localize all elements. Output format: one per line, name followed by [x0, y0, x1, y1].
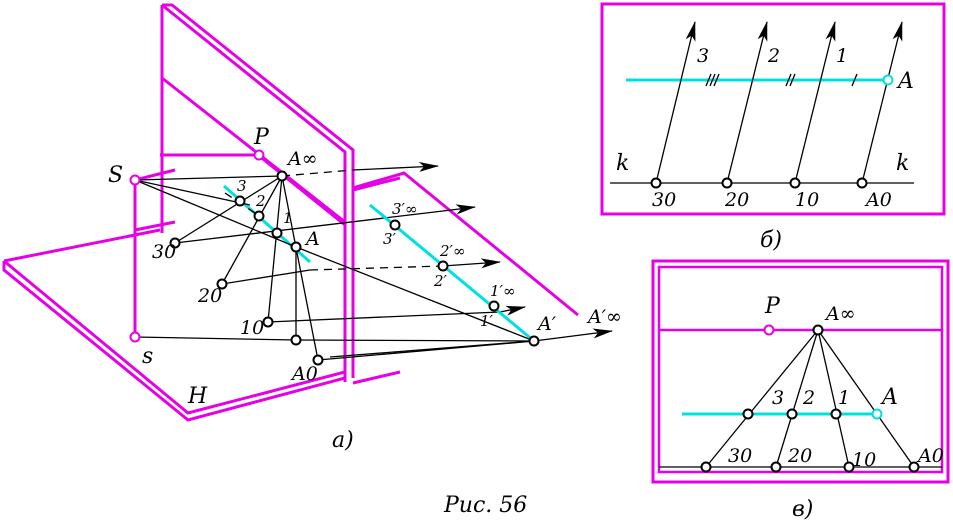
label-b-3: 3 — [697, 45, 709, 67]
tag-v: в) — [792, 497, 813, 522]
label-v-1: 1 — [838, 387, 850, 409]
point-3-prime — [389, 219, 401, 231]
point-1-prime — [488, 300, 500, 312]
point-2 — [253, 210, 265, 222]
point-v-10 — [843, 461, 855, 473]
labels-a: P S s H A∞ A 3 2 1 30 20 10 A0 A′ A′∞ 3′… — [108, 125, 622, 453]
point-b-A — [882, 74, 894, 86]
point-v-3 — [742, 408, 754, 420]
point-b-A0 — [856, 177, 868, 189]
point-30 — [169, 237, 181, 249]
label-b-1: 1 — [836, 45, 848, 67]
label-1-inf: 1′∞ — [490, 282, 515, 300]
tag-a: а) — [332, 428, 354, 453]
label-k-left: k — [616, 151, 629, 176]
point-b-30 — [650, 177, 662, 189]
rays-v — [705, 329, 915, 468]
label-v-3: 3 — [772, 387, 784, 409]
labels-b: k k A 3 2 1 30 20 10 A0 б) — [616, 45, 914, 253]
label-k-right: k — [896, 151, 909, 176]
point-v-A0 — [908, 461, 920, 473]
point-3 — [234, 195, 246, 207]
rays-b — [655, 21, 903, 184]
frame-v-inner — [657, 265, 944, 474]
label-1: 1 — [283, 209, 293, 227]
point-v-30 — [700, 461, 712, 473]
tag-b: б) — [760, 228, 782, 253]
label-v-A0: A0 — [916, 445, 944, 467]
label-v-P: P — [764, 294, 781, 319]
label-A0: A0 — [290, 363, 318, 385]
point-S — [129, 174, 141, 186]
label-b-30: 30 — [652, 189, 676, 211]
point-A-prime — [528, 335, 540, 347]
point-b-20 — [721, 177, 733, 189]
points-a — [129, 149, 540, 366]
station-line — [133, 168, 176, 337]
point-v-1 — [830, 408, 842, 420]
point-v-A — [871, 408, 883, 420]
point-P — [253, 149, 265, 161]
label-A-inf-prime: A′∞ — [586, 306, 622, 328]
label-20: 20 — [197, 285, 222, 307]
construction-lines-a — [134, 175, 535, 361]
label-3-prime: 3′ — [383, 230, 397, 248]
label-v-30: 30 — [728, 445, 752, 467]
point-1 — [271, 227, 283, 239]
point-v-2 — [786, 408, 798, 420]
label-b-A0: A0 — [864, 189, 892, 211]
panel-a: P S s H A∞ A 3 2 1 30 20 10 A0 A′ A′∞ 3′… — [2, 3, 622, 453]
point-A — [290, 241, 302, 253]
point-20 — [216, 278, 228, 290]
point-2-prime — [437, 260, 449, 272]
point-b-10 — [789, 177, 801, 189]
label-2-inf: 2′∞ — [439, 242, 465, 260]
point-A-mid — [290, 334, 302, 346]
label-3: 3 — [237, 177, 247, 195]
label-v-2: 2 — [802, 387, 815, 409]
label-s: s — [142, 344, 153, 369]
label-b-2: 2 — [767, 45, 780, 67]
label-v-20: 20 — [787, 445, 812, 467]
label-A-inf: A∞ — [286, 148, 318, 170]
plane-P — [160, 3, 355, 382]
point-v-20 — [770, 461, 782, 473]
point-v-A-inf — [812, 324, 824, 336]
points-v — [700, 324, 920, 473]
label-P: P — [253, 125, 270, 150]
point-A0 — [312, 354, 324, 366]
figure-caption: Рис. 56 — [443, 493, 527, 518]
point-v-P — [763, 324, 775, 336]
frame-v-outer — [651, 259, 950, 484]
label-2-prime: 2′ — [433, 272, 448, 290]
label-b-A: A — [896, 69, 914, 94]
point-s — [129, 331, 141, 343]
label-b-10: 10 — [795, 189, 819, 211]
arrows-a — [352, 161, 613, 342]
label-v-10: 10 — [852, 449, 876, 471]
label-10: 10 — [240, 317, 264, 339]
label-2: 2 — [255, 192, 266, 210]
label-3-inf: 3′∞ — [392, 200, 417, 218]
label-b-20: 20 — [724, 189, 749, 211]
label-A: A — [304, 228, 320, 250]
label-1-prime: 1′ — [480, 312, 494, 330]
label-30: 30 — [152, 241, 176, 263]
point-A-inf — [276, 170, 288, 182]
points-b — [650, 74, 894, 189]
label-S: S — [108, 163, 123, 188]
plane-right — [352, 171, 579, 385]
label-A-prime: A′ — [536, 313, 557, 335]
label-v-A: A — [880, 385, 898, 410]
point-10 — [262, 316, 274, 328]
labels-v: P A∞ A 3 2 1 30 20 10 A0 в) — [728, 294, 944, 522]
label-H: H — [187, 384, 208, 409]
frame-b — [600, 2, 946, 216]
label-v-A-inf: A∞ — [824, 303, 856, 325]
panel-v: P A∞ A 3 2 1 30 20 10 A0 в) — [651, 259, 950, 522]
panel-b: k k A 3 2 1 30 20 10 A0 б) — [600, 2, 946, 253]
